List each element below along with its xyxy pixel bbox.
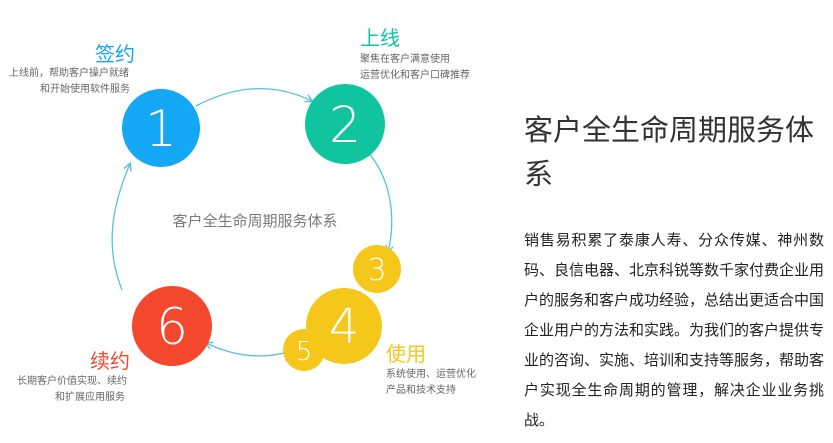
node-6-number: 6: [156, 298, 188, 356]
node-6-circle: [132, 286, 212, 366]
node-2-number: 2: [329, 96, 361, 154]
node-3-number: 3: [367, 253, 386, 288]
stage-use-desc-line2: 产品和技术支持: [386, 385, 456, 396]
node-1-circle: [122, 89, 200, 167]
arc-signing-to-launch: [195, 88, 312, 107]
stage-use-title: 使用: [386, 342, 426, 366]
node-5-number: 5: [296, 337, 313, 367]
stage-launch-desc-line1: 聚焦在客户满意使用: [360, 54, 450, 65]
node-4-number: 4: [329, 299, 360, 355]
arc-launch-to-use: [365, 149, 392, 252]
stage-renew-desc-line1: 长期客户价值实现、续约: [17, 376, 127, 387]
stage-renew-desc-line2: 和扩展应用服务: [55, 392, 125, 403]
node-3-circle: [353, 245, 401, 293]
node-2-circle: [305, 84, 385, 164]
center-label: 客户全生命周期服务体系: [172, 212, 337, 230]
stage-renew-title: 续约: [90, 349, 130, 373]
node-5-circle: [283, 329, 325, 371]
stage-use-desc-line1: 系统使用、运营优化: [386, 369, 476, 380]
stage-launch-desc-line2: 运营优化和客户口碑推荐: [360, 70, 470, 81]
panel-body: 销售易积累了泰康人寿、分众传媒、神州数码、良信电器、北京科锐等数千家付费企业用户…: [524, 231, 825, 429]
panel-title: 客户全生命周期服务体系: [524, 113, 815, 191]
stage-launch-title: 上线: [360, 26, 400, 50]
node-4-circle: [306, 288, 382, 364]
stage-signing-title: 签约: [95, 42, 135, 66]
stage-signing-desc-line2: 和开始使用软件服务: [40, 84, 130, 95]
stage-signing-desc-line1: 上线前，帮助客户操户就绪: [9, 68, 129, 79]
node-1-number: 1: [145, 100, 177, 158]
arc-renew-to-signing: [111, 164, 130, 291]
